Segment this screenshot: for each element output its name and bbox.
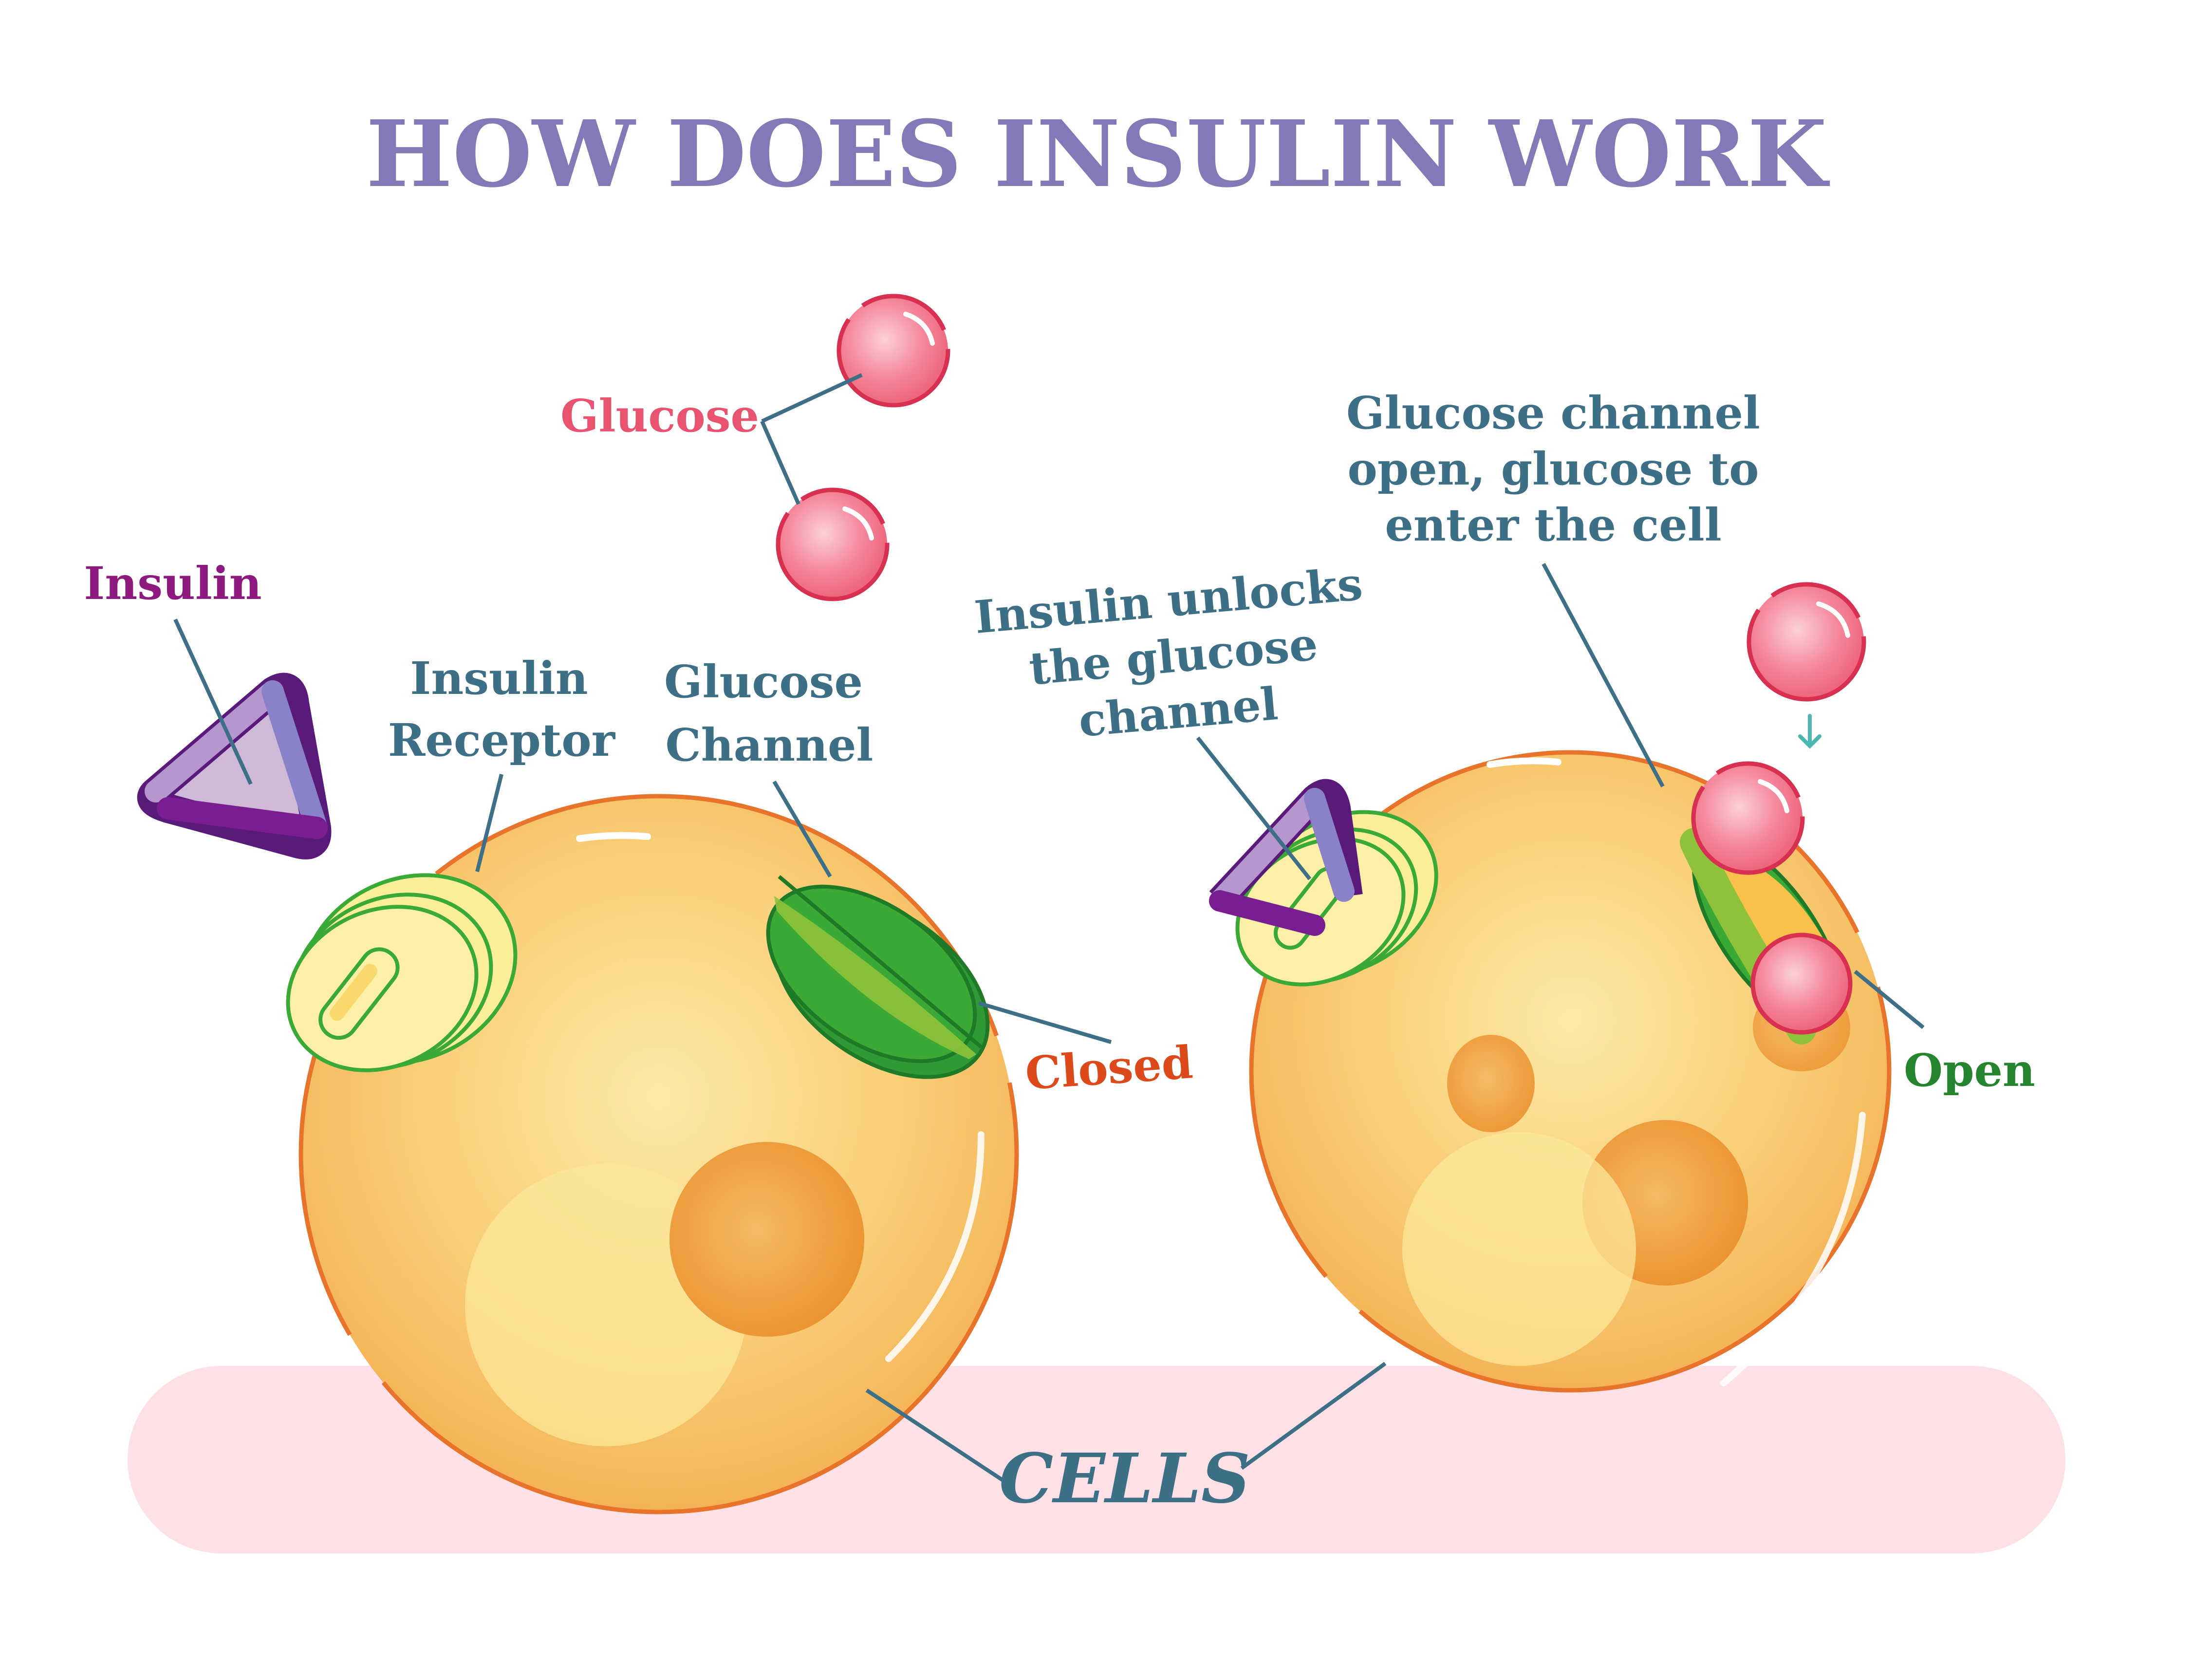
page-title: HOW DOES INSULIN WORK: [366, 100, 1830, 208]
glucose-entering: [1747, 582, 1866, 749]
label-cells: CELLS: [999, 1439, 1250, 1519]
insulin-receptor-left: [286, 873, 518, 1072]
label-channel-open-desc-line1: Glucose channel: [1346, 387, 1760, 439]
label-insulin: Insulin: [84, 557, 261, 610]
glucose-molecules-free: [776, 294, 950, 601]
label-closed: Closed: [1023, 1036, 1194, 1100]
label-glucose-channel: Glucose Channel: [664, 655, 873, 771]
glucose-channel-closed: [766, 875, 990, 1079]
label-insulin-receptor-line2: Receptor: [388, 714, 616, 766]
label-insulin-unlocks: Insulin unlocks the glucose channel: [972, 558, 1364, 747]
label-channel-open-desc-line3: enter the cell: [1385, 499, 1721, 551]
insulin-receptor-bound: [1209, 779, 1438, 987]
label-glucose: Glucose: [560, 390, 759, 442]
label-channel-open-desc: Glucose channel open, glucose to enter t…: [1346, 387, 1760, 551]
label-insulin-receptor-line1: Insulin: [410, 652, 588, 705]
label-glucose-channel-line1: Glucose: [664, 655, 863, 708]
glucose-channel-open: [1680, 761, 1853, 1045]
leader-lines: [173, 373, 1925, 1487]
label-glucose-channel-line2: Channel: [666, 719, 873, 771]
label-insulin-receptor: Insulin Receptor: [388, 652, 616, 766]
arrow-down-icon: [1798, 714, 1821, 749]
insulin-molecule-free: [137, 672, 332, 859]
label-channel-open-desc-line2: open, glucose to: [1348, 443, 1759, 495]
label-open: Open: [1904, 1044, 2035, 1097]
